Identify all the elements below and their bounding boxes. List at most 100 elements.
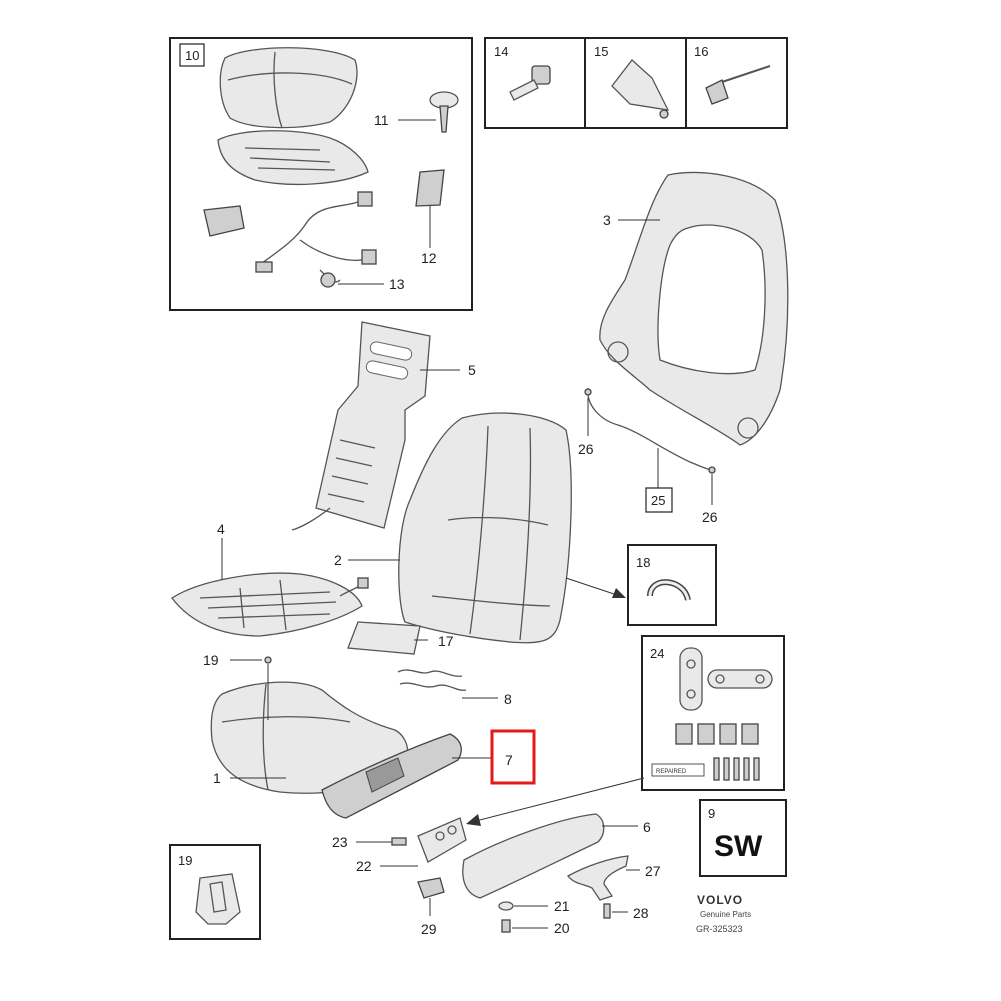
bracket-15-tab [659,109,669,119]
cushion-heater-4-plug [357,577,369,589]
heater-pad-5-wire [291,507,331,531]
callout-14: 14 [494,44,508,59]
callout-19: 19 [203,652,219,668]
pin-19 [264,656,272,664]
frame-hole-left [607,341,629,363]
kit-screw-5 [753,757,760,781]
callout-29: 29 [421,921,437,937]
kit-screw-1 [713,757,720,781]
bracket-27 [567,855,629,901]
knob-29 [417,877,445,899]
switch-knob-a-dot2 [686,689,696,699]
sensor-12 [415,169,445,207]
arrow-to-18 [565,577,621,597]
spring-8 [397,669,467,691]
kit-clip-2 [697,723,715,745]
rivet-16-pin [721,65,771,83]
switch-knob-b-dot2 [755,674,765,684]
frame-hole-right [737,417,759,439]
kit-clip-4 [741,723,759,745]
arrow-to-22-head [466,814,481,826]
parts-27-28: 27 28 [567,855,661,921]
washer-21 [498,901,514,911]
kit-screw-2 [723,757,730,781]
fastener-boxes: 14 15 16 [484,37,788,129]
callout-1: 1 [213,770,221,786]
harness-plug-c [255,261,273,273]
switch-knob-b-dot1 [715,674,725,684]
callout-8: 8 [504,691,512,707]
screw-28 [603,903,611,919]
backrest-cover-outline [398,412,572,644]
seat-cushion-seams [221,683,351,791]
seat-switch-panel [365,757,405,793]
switch-panel-22-hole1 [435,831,445,841]
callout-27: 27 [645,863,661,879]
callout-18: 18 [636,555,650,570]
box-9-sw: 9 SW [699,799,787,877]
connector-block [203,205,245,237]
callout-17: 17 [438,633,454,649]
brand-tagline: Genuine Parts [700,910,751,919]
clip-18-inner [648,580,690,601]
side-panel-6-body [462,813,605,899]
part-17: 17 [347,621,454,655]
switch-knob-b [707,669,773,689]
parts-22-23: 22 23 [332,817,467,874]
heater-pad-5-slot-a [369,341,413,361]
part-8: 8 [397,669,512,707]
callout-5: 5 [468,362,476,378]
harness-plug-b [361,249,377,265]
arrow-to-18-head [612,588,626,598]
heater-pad-5-elements [327,439,376,503]
cushion-pad-seams [227,51,353,129]
callout-9: 9 [708,806,715,821]
arrow-to-22 [471,777,645,823]
diagram-ref: GR-325323 [696,924,743,934]
backrest-heater-5: 5 [291,321,476,531]
callout-25: 25 [651,493,665,508]
screw-23 [391,837,407,846]
cable-end-left [584,388,592,396]
heater-pad-5-slot-b [365,360,409,380]
callout-21: 21 [554,898,570,914]
callout-11: 11 [374,112,389,128]
kit-label-box [651,763,705,777]
highlight-part-7 [490,729,536,785]
harness-plug-d [320,272,336,288]
callout-7: 7 [505,752,513,768]
kit-label: REPAIRED [656,769,687,775]
callout-2: 2 [334,552,342,568]
callout-19b: 19 [178,853,192,868]
callout-15: 15 [594,44,608,59]
callout-26a: 26 [578,441,594,457]
callout-22: 22 [356,858,372,874]
callout-4: 4 [217,521,225,537]
cushion-heater-4: 4 [171,521,369,637]
kit-screw-3 [733,757,740,781]
callout-10: 10 [185,48,199,63]
backrest-frame-3: 3 26 25 26 [578,171,789,525]
cable-end-right [708,466,716,474]
box-24-switch-kit: 24 REPAIRED [466,635,785,826]
callout-26b: 26 [702,509,718,525]
heater-mat-lines [244,147,336,171]
backrest-frame-opening [657,224,766,375]
rivet-16-body [705,79,729,105]
callout-28: 28 [633,905,649,921]
bracket-15 [611,59,670,111]
side-trim-7: 7 [321,729,536,819]
harness-plug-a [357,191,373,207]
screw-14-head [531,65,551,85]
sw-label: SW [714,830,763,863]
callout-23: 23 [332,834,348,850]
cable-25-26 [587,387,713,471]
backrest-cover-seams [431,425,551,641]
callout-20: 20 [554,920,570,936]
kit-clip-1 [675,723,693,745]
box-18: 18 [627,544,717,626]
callout-24: 24 [650,646,664,661]
cushion-heater-4-elements [199,579,337,631]
heater-mat [217,130,369,186]
